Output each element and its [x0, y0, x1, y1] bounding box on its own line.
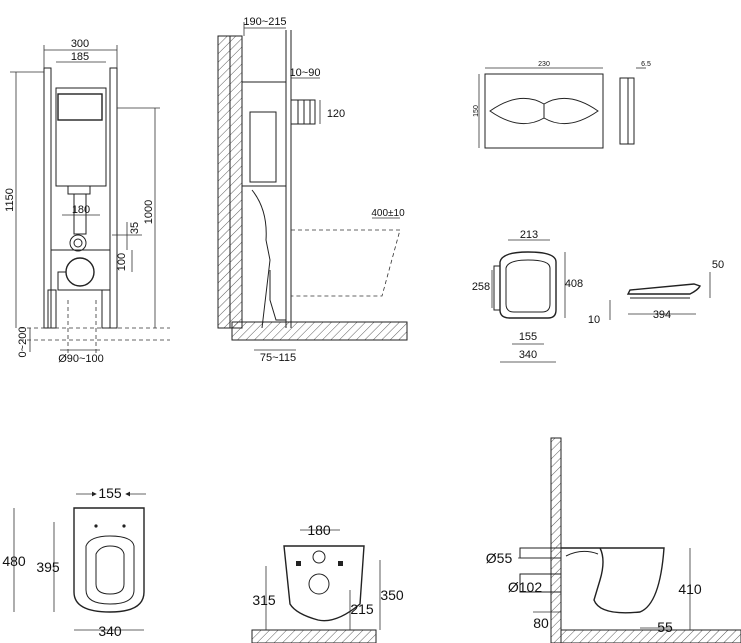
seat-side-height-label: 50	[712, 259, 724, 271]
plate-height-label: 150	[473, 105, 480, 117]
seat-hinge-spacing-label: 155	[519, 331, 537, 343]
bowl-back-view: 180 315 350 215	[251, 522, 404, 643]
side-height-label: 410	[678, 581, 702, 597]
side-floor-gap-label: 75~115	[260, 352, 296, 364]
seat-total-width-label: 340	[519, 349, 537, 361]
front-width-inner-label: 185	[71, 51, 89, 63]
side-waste-dia-label: Ø102	[508, 579, 542, 595]
frame-front-view: 300 185 1150 1000 180 35 100 0~200 Ø90~1…	[4, 38, 170, 365]
front-height-frame-label: 1000	[143, 200, 155, 224]
plate-thickness-label: 6.5	[641, 61, 651, 68]
bowl-side-view: Ø55 Ø102 410 80 55	[486, 437, 741, 643]
frame-side-view: 190~215 10~90 120 400±10 75~115	[217, 16, 408, 364]
front-offset-100-label: 100	[116, 253, 128, 271]
side-wall-gap-label: 10~90	[290, 67, 321, 79]
front-height-total-label: 1150	[4, 188, 16, 212]
front-leg-adjust-label: 0~200	[17, 327, 29, 358]
seat-view: 213 408 258 155 340 394 50 10	[472, 229, 724, 363]
plan-hole-spacing-label: 155	[98, 485, 122, 501]
front-offset-35-label: 35	[129, 222, 141, 234]
seat-side-gap-label: 10	[588, 314, 600, 326]
side-flush-dia-label: Ø55	[486, 550, 513, 566]
seat-top-width-label: 213	[520, 229, 538, 241]
side-waste-offset-label: 80	[533, 615, 549, 631]
side-depth-range-label: 190~215	[243, 16, 286, 28]
back-height-inner-label: 215	[350, 601, 374, 617]
flush-plate-view: 230 150 6.5	[473, 61, 651, 149]
seat-hinge-width-label: 258	[472, 281, 490, 293]
side-pipe-height-label: 120	[327, 108, 345, 120]
front-pipe-diameter-label: Ø90~100	[58, 353, 104, 365]
seat-side-length-label: 394	[653, 309, 671, 321]
front-width-outer-label: 300	[71, 38, 89, 50]
plan-length-inner-label: 395	[36, 559, 60, 575]
plan-width-label: 340	[98, 623, 122, 639]
seat-length-label: 408	[565, 278, 583, 290]
bowl-plan-view: 155 480 395 340	[2, 485, 146, 639]
back-height-left-label: 315	[252, 592, 276, 608]
side-bottom-offset-label: 55	[657, 619, 673, 635]
front-offset-180-label: 180	[72, 204, 90, 216]
plan-length-total-label: 480	[2, 553, 26, 569]
plate-width-label: 230	[538, 61, 550, 68]
side-bowl-projection-label: 400±10	[371, 208, 405, 219]
back-hole-spacing-label: 180	[307, 522, 331, 538]
back-height-right-label: 350	[380, 587, 404, 603]
